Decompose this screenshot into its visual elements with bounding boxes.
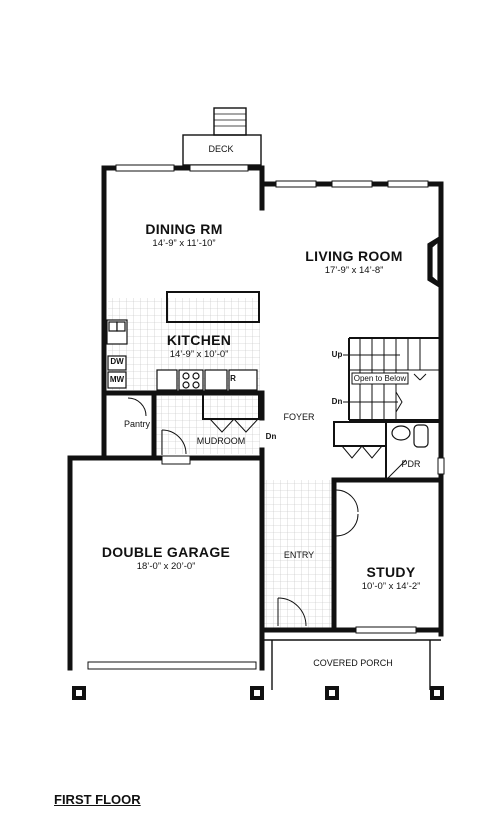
columns	[72, 686, 444, 700]
kitchen-fixtures	[106, 319, 258, 391]
entry-tile	[264, 480, 332, 630]
mudroom-tile	[154, 396, 260, 454]
pdr-label: PDR	[401, 459, 421, 469]
mudroom-label: MUDROOM	[196, 436, 246, 446]
dishwasher-label: DW	[110, 357, 124, 366]
fireplace	[427, 234, 442, 290]
covered-porch-label: COVERED PORCH	[313, 658, 393, 668]
study-dims: 10’-0” x 14’-2”	[361, 581, 421, 592]
living-room-name: LIVING ROOM	[305, 248, 403, 264]
deck	[182, 107, 262, 166]
stair-up-label: Up	[331, 350, 343, 359]
microwave-label: MW	[109, 375, 125, 384]
dining-room-label: DINING RM 14’-9” x 11’-10”	[145, 222, 222, 249]
stairs	[343, 338, 441, 420]
garage-name: DOUBLE GARAGE	[101, 544, 231, 560]
study-name: STUDY	[366, 564, 416, 580]
windows	[87, 164, 445, 670]
deck-label: DECK	[208, 144, 234, 154]
kitchen-name: KITCHEN	[166, 332, 232, 348]
foyer-label: FOYER	[283, 412, 315, 422]
living-room-label: LIVING ROOM 17’-9” x 14’-8”	[305, 249, 402, 276]
porch	[262, 639, 441, 690]
stair-down-label: Dn	[331, 397, 343, 406]
garage-dims: 18’-0” x 20’-0”	[136, 561, 196, 572]
entry-label: ENTRY	[283, 550, 315, 560]
pantry-label: Pantry	[123, 419, 151, 429]
mudroom-down-label: Dn	[265, 432, 277, 441]
kitchen-dims: 14’-9” x 10’-0”	[169, 349, 229, 360]
thin-walls	[103, 291, 442, 481]
refrigerator-label: R	[230, 374, 236, 383]
dining-room-dims: 14’-9” x 11’-10”	[152, 238, 216, 249]
dining-room-name: DINING RM	[145, 221, 223, 237]
garage-label: DOUBLE GARAGE 18’-0” x 20’-0”	[102, 545, 230, 572]
living-room-dims: 17’-9” x 14’-8”	[324, 265, 384, 276]
floor-title: FIRST FLOOR	[54, 792, 141, 807]
open-to-below-label: Open to Below	[353, 374, 407, 383]
doors	[127, 397, 407, 627]
column-cores	[76, 690, 440, 696]
kitchen-label: KITCHEN 14’-9” x 10’-0”	[167, 333, 231, 360]
pdr-fixtures	[391, 424, 429, 448]
study-label: STUDY 10’-0” x 14’-2”	[362, 565, 421, 592]
tiled-floors	[108, 298, 332, 630]
